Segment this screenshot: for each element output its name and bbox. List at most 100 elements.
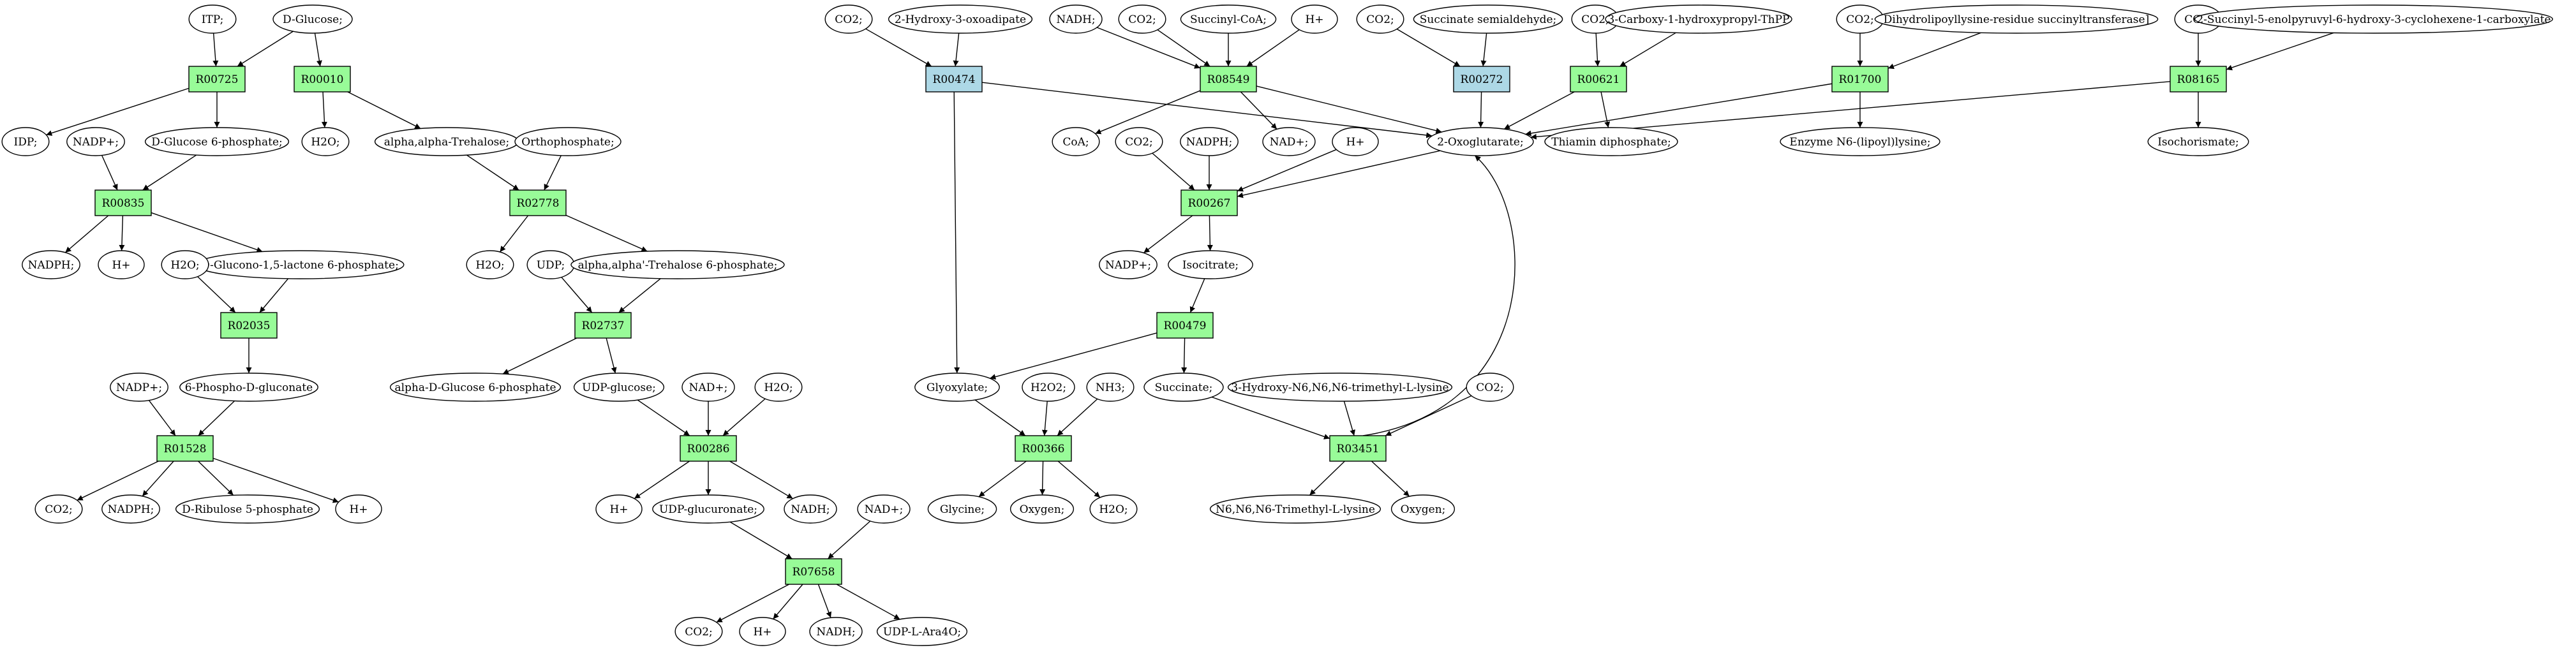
compound-ellipse xyxy=(1209,494,1381,524)
reaction-node-r00272: R00272 xyxy=(1453,66,1510,92)
edge-dglucose-to-r00010 xyxy=(314,33,322,67)
compound-ellipse xyxy=(2147,127,2249,156)
node-label: NADPH; xyxy=(108,503,154,516)
compound-ellipse xyxy=(1086,373,1135,402)
node-label: H+ xyxy=(112,259,130,272)
edge-r00479-to-glyoxylate xyxy=(990,332,1158,380)
compound-node-carboxy: 3-Carboxy-1-hydroxypropyl-ThPP xyxy=(1605,4,1792,34)
compound-ellipse xyxy=(754,373,803,402)
compound-ellipse xyxy=(1052,127,1100,156)
compound-node-co2_3: CO2; xyxy=(824,4,873,34)
reaction-node-r00725: R00725 xyxy=(188,66,246,92)
compound-ellipse xyxy=(1413,4,1563,34)
edge-co2_4-to-r08549 xyxy=(1157,29,1210,67)
reaction-box xyxy=(294,66,351,92)
node-label: N6,N6,N6-Trimethyl-L-lysine xyxy=(1216,503,1375,516)
node-label: NADH; xyxy=(791,503,830,516)
compound-ellipse xyxy=(179,373,318,402)
compound-ellipse xyxy=(1262,127,1316,156)
edge-r07658-to-co2_2 xyxy=(716,584,790,623)
node-label: CoA; xyxy=(1062,136,1089,149)
node-label: Enzyme N6-(lipoyl)lysine; xyxy=(1789,136,1930,149)
compound-node-itp: ITP; xyxy=(188,4,237,34)
compound-node-nadp_3: NAD+; xyxy=(1262,127,1316,156)
reaction-box xyxy=(220,312,278,339)
compound-ellipse xyxy=(914,373,1000,402)
node-label: H+ xyxy=(349,503,368,516)
compound-ellipse xyxy=(1049,4,1103,34)
compound-ellipse xyxy=(66,127,125,156)
node-label: H2O; xyxy=(1099,503,1128,516)
compound-node-hplus5: H+ xyxy=(1291,4,1338,34)
node-label: CO2; xyxy=(45,503,73,516)
edge-h2o2b-to-r00366 xyxy=(1041,401,1048,436)
reaction-node-r02778: R02778 xyxy=(509,189,567,216)
edge-h2o3-to-r02035 xyxy=(197,276,236,313)
edge-itp-to-r00725 xyxy=(212,33,219,67)
node-label: H+ xyxy=(609,503,628,516)
compound-ellipse xyxy=(1118,4,1166,34)
compound-ellipse xyxy=(1427,127,1534,156)
compound-node-nadph1: NADPH; xyxy=(22,250,80,279)
node-label: 3-Carboxy-1-hydroxypropyl-ThPP xyxy=(1608,13,1790,26)
compound-ellipse xyxy=(739,617,786,646)
edge-r00267-to-nadpp3 xyxy=(1143,215,1193,254)
reaction-node-r01700: R01700 xyxy=(1831,66,1889,92)
reaction-box xyxy=(188,66,246,92)
node-label: CO2; xyxy=(1366,13,1394,26)
compound-node-nadph2: NADPH; xyxy=(101,494,160,524)
compound-ellipse xyxy=(1544,127,1678,156)
compound-node-ag6p: alpha-D-Glucose 6-phosphate xyxy=(389,373,562,402)
node-label: NADPH; xyxy=(1186,136,1233,149)
node-label: 2-Oxoglutarate; xyxy=(1437,136,1523,149)
compound-ellipse xyxy=(1227,373,1453,402)
compound-ellipse xyxy=(1099,250,1158,279)
compound-ellipse xyxy=(595,494,643,524)
compound-node-udpara: UDP-L-Ara4O; xyxy=(876,617,968,646)
compound-ellipse xyxy=(1780,127,1940,156)
reaction-box xyxy=(1200,66,1257,92)
node-label: R00272 xyxy=(1461,73,1503,86)
edge-r01700-to-oxoglut xyxy=(1525,83,1833,137)
edge-r00835-to-glucono xyxy=(151,212,263,253)
edge-r00010-to-h2o1 xyxy=(321,91,327,128)
compound-ellipse xyxy=(2194,4,2554,34)
compound-ellipse xyxy=(857,494,911,524)
edge-hplus6-to-r00267 xyxy=(1237,149,1337,192)
node-label: Succinate; xyxy=(1155,381,1213,394)
node-label: Oxygen; xyxy=(1401,503,1446,516)
reaction-node-r02737: R02737 xyxy=(574,312,632,339)
compound-ellipse xyxy=(175,494,320,524)
node-label: D-Glucose; xyxy=(283,13,343,26)
compound-ellipse xyxy=(389,373,562,402)
node-label: CO2; xyxy=(1125,136,1153,149)
compound-ellipse xyxy=(1874,4,2159,34)
reaction-box xyxy=(680,435,737,462)
node-label: R00366 xyxy=(1022,443,1065,455)
node-label: R00479 xyxy=(1164,320,1207,332)
edge-r00835-to-hplus1 xyxy=(119,215,125,251)
node-label: NADPH; xyxy=(28,259,75,272)
edge-succenol-to-r08165 xyxy=(2226,32,2334,71)
compound-node-isochor: Isochorismate; xyxy=(2147,127,2249,156)
node-label: R00835 xyxy=(102,197,145,210)
compound-ellipse xyxy=(1332,127,1379,156)
compound-ellipse xyxy=(927,494,997,524)
compound-node-co2_1: CO2; xyxy=(34,494,83,524)
node-label: UDP-glucuronate; xyxy=(659,503,757,516)
node-label: R00621 xyxy=(1577,73,1620,86)
reaction-box xyxy=(925,66,983,92)
edge-r01528-to-co2_1 xyxy=(77,461,159,501)
reaction-box xyxy=(785,558,842,585)
compound-node-succoa: Succinyl-CoA; xyxy=(1180,4,1277,34)
compound-node-nh3: NH3; xyxy=(1086,373,1135,402)
node-label: R00267 xyxy=(1188,197,1231,210)
compound-node-nadph3: NADPH; xyxy=(1180,127,1239,156)
compound-node-co2_6: CO2; xyxy=(1571,4,1619,34)
node-label: Glycine; xyxy=(940,503,985,516)
edge-nadh3-to-r08549 xyxy=(1096,27,1201,69)
compound-ellipse xyxy=(1009,494,1075,524)
reaction-node-r00366: R00366 xyxy=(1015,435,1072,462)
edge-dglucose-to-r00725 xyxy=(237,31,294,67)
